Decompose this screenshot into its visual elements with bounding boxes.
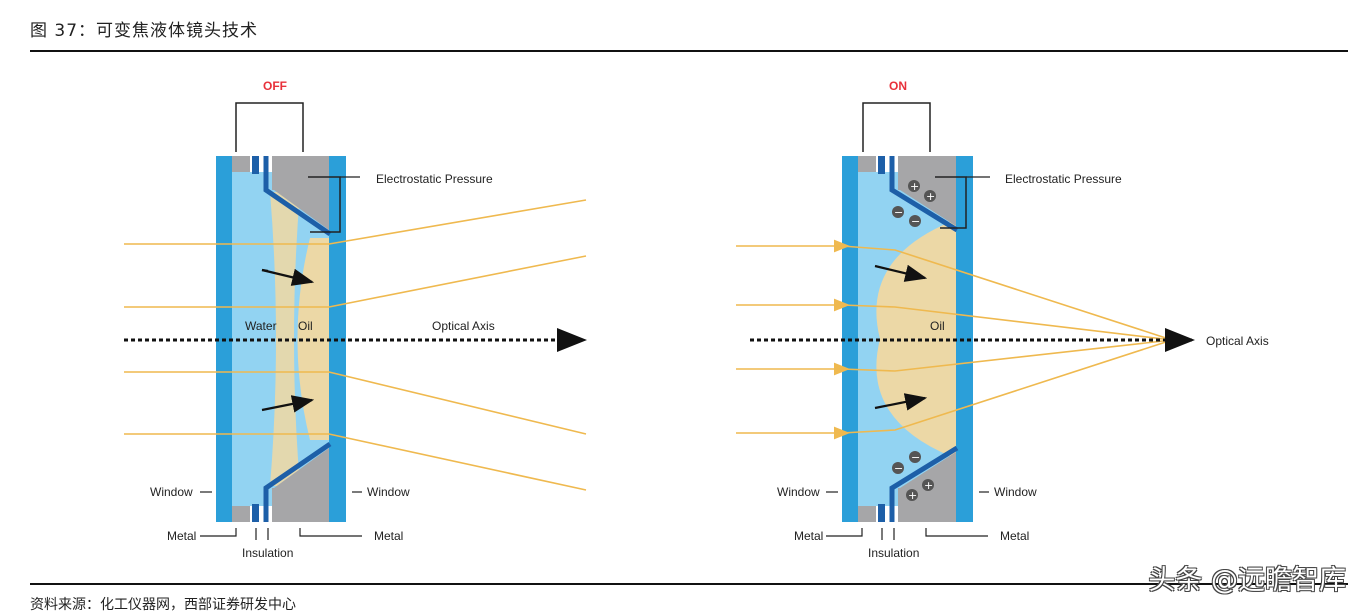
on-metal-top-left xyxy=(858,156,876,172)
on-circuit-wire xyxy=(862,102,931,152)
svg-text:+: + xyxy=(908,489,917,502)
on-insulation-bottom xyxy=(878,504,885,522)
source-note: 资料来源：化工仪器网，西部证券研发中心 xyxy=(30,597,296,613)
on-motion-arrow-bottom xyxy=(874,393,928,411)
off-metal-top-left xyxy=(232,156,250,172)
off-electrostatic-label: Electrostatic Pressure xyxy=(376,172,493,186)
svg-text:−: − xyxy=(894,462,903,475)
off-axis-label: Optical Axis xyxy=(432,319,495,333)
off-metal-top-right xyxy=(272,156,329,230)
off-metal-left-label: Metal xyxy=(167,529,196,543)
top-rule xyxy=(30,50,1348,52)
off-window-left-label: Window xyxy=(150,485,193,499)
on-insulation-top xyxy=(878,156,885,174)
lens-on-panel: ON + + − − − − + + Electrostatic Pre xyxy=(736,79,1269,560)
on-state-label: ON xyxy=(889,79,907,93)
on-oil-label: Oil xyxy=(930,319,945,333)
off-insulation-label: Insulation xyxy=(242,546,293,560)
off-light-rays xyxy=(124,199,587,491)
off-insulation-bottom xyxy=(252,504,259,522)
svg-text:+: + xyxy=(924,479,933,492)
off-motion-arrow-top xyxy=(261,268,315,286)
on-window-right-label: Window xyxy=(994,485,1037,499)
off-electrode-top xyxy=(263,156,332,237)
on-electrode-top xyxy=(889,156,959,233)
svg-text:−: − xyxy=(911,215,920,228)
on-motion-arrow-top xyxy=(874,264,928,282)
on-window-right xyxy=(956,156,973,522)
on-insulation-label: Insulation xyxy=(868,546,919,560)
off-insulation-top xyxy=(252,156,259,174)
off-water-label: Water xyxy=(245,319,277,333)
on-light-rays xyxy=(736,239,1173,440)
off-oil-label: Oil xyxy=(298,319,313,333)
on-electrostatic-leader xyxy=(935,176,967,229)
figure-title: 图 37：可变焦液体镜头技术 xyxy=(30,21,259,41)
lens-off-panel: OFF Electrostatic Pressure xyxy=(124,79,587,560)
on-charges-top: + + − − xyxy=(892,180,936,228)
on-axis-label: Optical Axis xyxy=(1206,334,1269,348)
on-metal-bottom-left xyxy=(858,506,876,522)
on-metal-left-label: Metal xyxy=(794,529,823,543)
watermark: 头条 @远瞻智库 xyxy=(1148,565,1346,596)
bottom-rule xyxy=(30,583,1348,585)
svg-text:−: − xyxy=(911,451,920,464)
on-metal-right-label: Metal xyxy=(1000,529,1029,543)
off-metal-bottom-right xyxy=(272,448,329,522)
on-charges-bottom: − − + + xyxy=(892,451,934,502)
off-electrostatic-leader xyxy=(308,176,341,233)
off-state-label: OFF xyxy=(263,79,287,93)
off-metal-bottom-left xyxy=(232,506,250,522)
on-window-left-label: Window xyxy=(777,485,820,499)
on-electrode-bottom xyxy=(889,445,959,522)
off-circuit-wire xyxy=(235,102,304,152)
svg-text:−: − xyxy=(894,206,903,219)
svg-text:+: + xyxy=(926,190,935,203)
off-window-right-label: Window xyxy=(367,485,410,499)
off-electrode-bottom xyxy=(263,441,332,522)
off-motion-arrow-bottom xyxy=(261,395,315,413)
on-oil-region xyxy=(876,222,956,456)
on-electrostatic-label: Electrostatic Pressure xyxy=(1005,172,1122,186)
off-metal-right-label: Metal xyxy=(374,529,403,543)
svg-text:+: + xyxy=(910,180,919,193)
